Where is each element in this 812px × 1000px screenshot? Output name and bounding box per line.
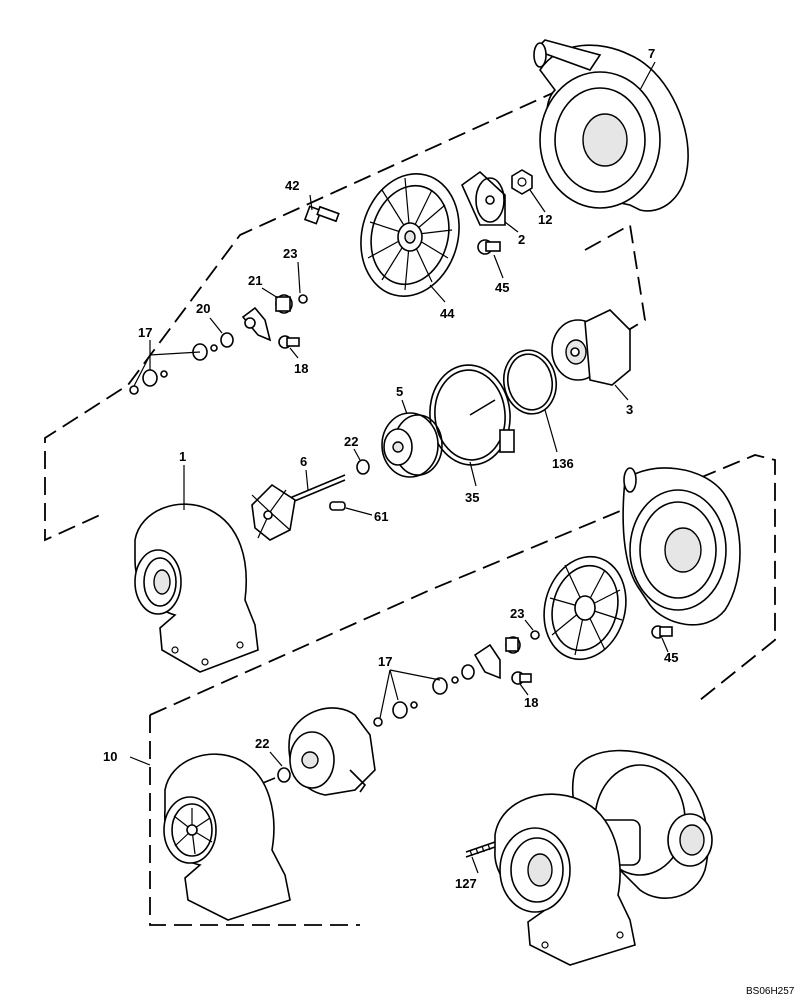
callout-3: 3 [626, 402, 633, 417]
callout-10: 10 [103, 749, 117, 764]
pin-part-61 [329, 501, 346, 511]
ring-part-22-upper [356, 459, 370, 475]
small-parts-upper [129, 294, 308, 395]
callout-127: 127 [455, 876, 477, 891]
compressor-wheel-part-2 [461, 170, 506, 226]
callout-6: 6 [300, 454, 307, 469]
callout-5: 5 [396, 384, 403, 399]
callout-42: 42 [285, 178, 299, 193]
bolt-part-42 [303, 205, 340, 225]
callout-18: 18 [294, 361, 308, 376]
compressor-housing-lower [622, 467, 741, 626]
callout-44: 44 [440, 306, 455, 321]
stud-part-127 [465, 841, 496, 858]
small-parts-lower [373, 625, 673, 727]
callout-45: 45 [495, 280, 509, 295]
callout-35: 35 [465, 490, 479, 505]
backplate-lower [543, 555, 627, 661]
turbine-housing-part-1 [134, 503, 259, 673]
callout-20: 20 [196, 301, 210, 316]
callout-17-lower: 17 [378, 654, 392, 669]
compressor-housing-part-7 [533, 39, 689, 212]
callout-17: 17 [138, 325, 152, 340]
nut-part-12 [511, 169, 533, 195]
heat-shield-part-5 [381, 412, 443, 478]
v-band-clamp-part-35 [429, 364, 515, 466]
callout-12: 12 [538, 212, 552, 227]
callout-22-lower: 22 [255, 736, 269, 751]
callout-1: 1 [179, 449, 186, 464]
turbine-shaft-part-6 [251, 474, 346, 541]
bolt-part-45-upper [477, 239, 501, 255]
center-section-lower [288, 707, 376, 796]
leader-lines [129, 61, 669, 874]
callout-136: 136 [552, 456, 574, 471]
ring-part-22-lower [257, 767, 291, 786]
bearing-housing-part-3 [551, 309, 631, 386]
callout-labels: 7 42 12 2 23 45 21 44 20 17 18 3 5 22 13… [103, 46, 795, 997]
callout-18-lower: 18 [524, 695, 538, 710]
turbine-housing-lower [163, 753, 291, 921]
callout-7: 7 [648, 46, 655, 61]
callout-22: 22 [344, 434, 358, 449]
seal-ring-part-136 [502, 349, 558, 415]
backplate-part-44 [360, 173, 460, 297]
callout-23: 23 [283, 246, 297, 261]
callout-61: 61 [374, 509, 388, 524]
callout-45-lower: 45 [664, 650, 678, 665]
turbocharger-assembly-complete [494, 749, 713, 966]
callout-2: 2 [518, 232, 525, 247]
reference-code: BS06H257 [746, 986, 795, 997]
callout-21: 21 [248, 273, 262, 288]
callout-23-lower: 23 [510, 606, 524, 621]
